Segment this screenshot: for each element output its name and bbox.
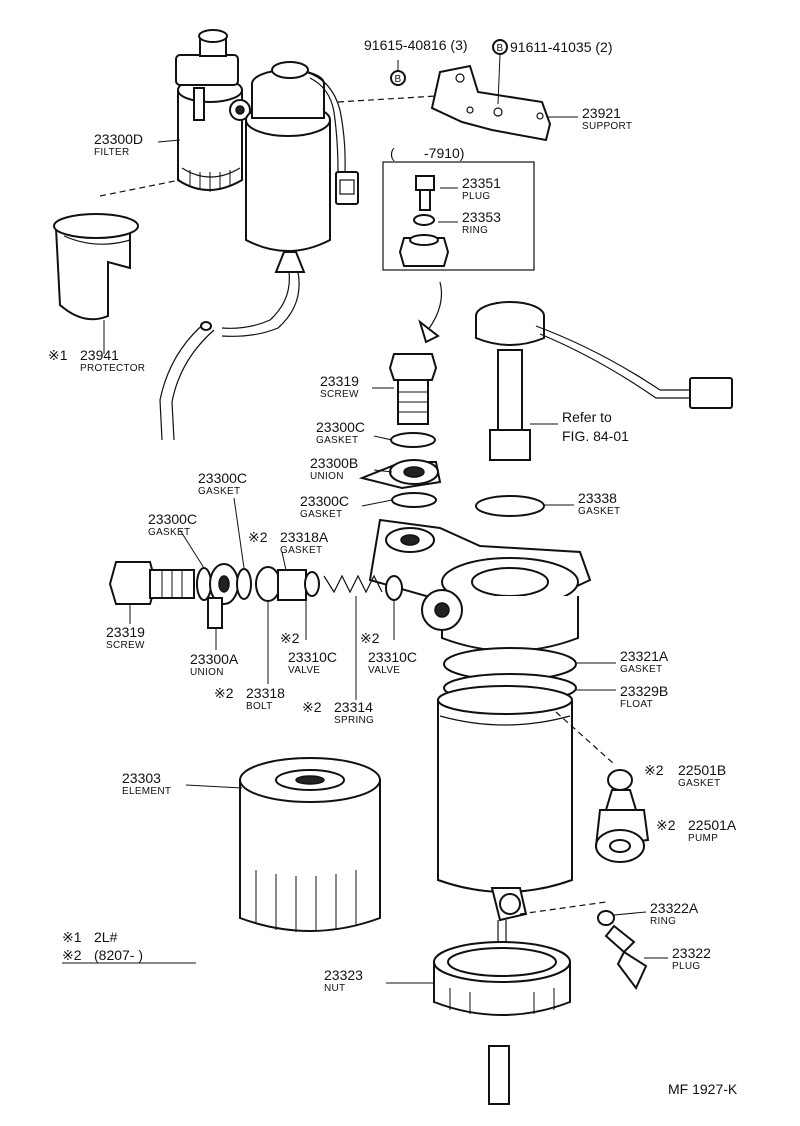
date-range-open: (	[390, 145, 395, 161]
label-screw-left-number: 23319	[106, 624, 145, 640]
label-filter-number: 23300D	[94, 131, 143, 147]
label-bolt-number: 23318	[246, 685, 285, 701]
label-union-b-number: 23300B	[310, 455, 358, 471]
date-range-close: -7910)	[424, 145, 464, 161]
label-pump-name: PUMP	[688, 833, 718, 844]
label-support-number: 23921	[582, 105, 621, 121]
label-ring-number: 23353	[462, 209, 501, 225]
label-gasket-318a-name: GASKET	[280, 545, 322, 556]
label-screw-left-name: SCREW	[106, 640, 145, 651]
label-gasket-left-name: GASKET	[148, 527, 190, 538]
label-spring-mark: ※2	[302, 699, 322, 715]
label-drain-ring-name: RING	[650, 916, 676, 927]
label-gasket-lower-name: GASKET	[300, 509, 342, 520]
fuel-filter-assembly-illustration	[99, 29, 437, 441]
label-filter-name: FILTER	[94, 147, 130, 158]
refer-line-2: FIG. 84-01	[562, 428, 629, 444]
label-plug-number: 23351	[462, 175, 501, 191]
label-valve-left-mark: ※2	[280, 630, 300, 646]
support-bracket-illustration: B B	[390, 39, 552, 142]
label-element-name: ELEMENT	[122, 786, 171, 797]
legend-mark-1: ※1	[62, 929, 82, 945]
label-gasket-318a-mark: ※2	[248, 529, 268, 545]
label-float-name: FLOAT	[620, 699, 653, 710]
label-protector-number: 23941	[80, 347, 119, 363]
label-valve-right-name: VALVE	[368, 665, 400, 676]
bolt-marker-a: B	[395, 74, 402, 85]
early-type-box	[382, 161, 535, 344]
label-gasket-318a-number: 23318A	[280, 529, 329, 545]
label-valve-left-name: VALVE	[288, 665, 320, 676]
filter-body-illustration	[358, 301, 733, 1105]
label-valve-right-number: 23310C	[368, 649, 417, 665]
label-protector-name: PROTECTOR	[80, 363, 145, 374]
label-union-b-name: UNION	[310, 471, 344, 482]
inlet-stack-illustration	[108, 561, 403, 629]
label-bolt-name: BOLT	[246, 701, 273, 712]
label-screw-name: SCREW	[320, 389, 359, 400]
label-protector-mark: ※1	[48, 347, 68, 363]
label-gasket-left-number: 23300C	[148, 511, 197, 527]
label-pump-gasket-number: 22501B	[678, 762, 726, 778]
label-gasket-lower-number: 23300C	[300, 493, 349, 509]
label-pump-number: 22501A	[688, 817, 737, 833]
label-drain-plug-name: PLUG	[672, 961, 700, 972]
label-drain-ring-number: 23322A	[650, 900, 699, 916]
label-float-number: 23329B	[620, 683, 668, 699]
label-element-number: 23303	[122, 770, 161, 786]
legend-mark-2: ※2	[62, 947, 82, 963]
label-bolt-mark: ※2	[214, 685, 234, 701]
legend-text-1: 2L#	[94, 929, 118, 945]
label-valve-left-number: 23310C	[288, 649, 337, 665]
figure-code: MF 1927-K	[668, 1081, 738, 1097]
label-ring-name: RING	[462, 225, 488, 236]
label-support-name: SUPPORT	[582, 121, 632, 132]
label-valve-right-mark: ※2	[360, 630, 380, 646]
label-body-gasket-name: GASKET	[620, 664, 662, 675]
label-nut-name: NUT	[324, 983, 345, 994]
label-spring-number: 23314	[334, 699, 373, 715]
part-labels: 91615-40816 (3) 91611-41035 (2) 23921 SU…	[48, 37, 737, 994]
legend-text-2: (8207- )	[94, 947, 143, 963]
label-pump-mark: ※2	[656, 817, 676, 833]
label-union-a-number: 23300A	[190, 651, 239, 667]
label-gasket-mid-name: GASKET	[198, 486, 240, 497]
label-gasket-upper-name: GASKET	[316, 435, 358, 446]
label-sender-gasket-number: 23338	[578, 490, 617, 506]
bolt-code-b: 91611-41035 (2)	[510, 39, 612, 55]
label-nut-number: 23323	[324, 967, 363, 983]
label-pump-gasket-name: GASKET	[678, 778, 720, 789]
label-spring-name: SPRING	[334, 715, 374, 726]
label-union-a-name: UNION	[190, 667, 224, 678]
label-plug-name: PLUG	[462, 191, 490, 202]
label-pump-gasket-mark: ※2	[644, 762, 664, 778]
refer-line-1: Refer to	[562, 409, 612, 425]
label-gasket-mid-number: 23300C	[198, 470, 247, 486]
bolt-code-a: 91615-40816 (3)	[364, 37, 468, 53]
bolt-marker-b: B	[497, 43, 504, 54]
protector-illustration	[53, 213, 139, 321]
spare-parts-illustration	[239, 757, 650, 1016]
label-screw-number: 23319	[320, 373, 359, 389]
legend: ※1 2L# ※2 (8207- )	[62, 929, 143, 963]
label-body-gasket-number: 23321A	[620, 648, 669, 664]
label-drain-plug-number: 23322	[672, 945, 711, 961]
label-sender-gasket-name: GASKET	[578, 506, 620, 517]
leader-lines	[62, 116, 668, 984]
label-gasket-upper-number: 23300C	[316, 419, 365, 435]
